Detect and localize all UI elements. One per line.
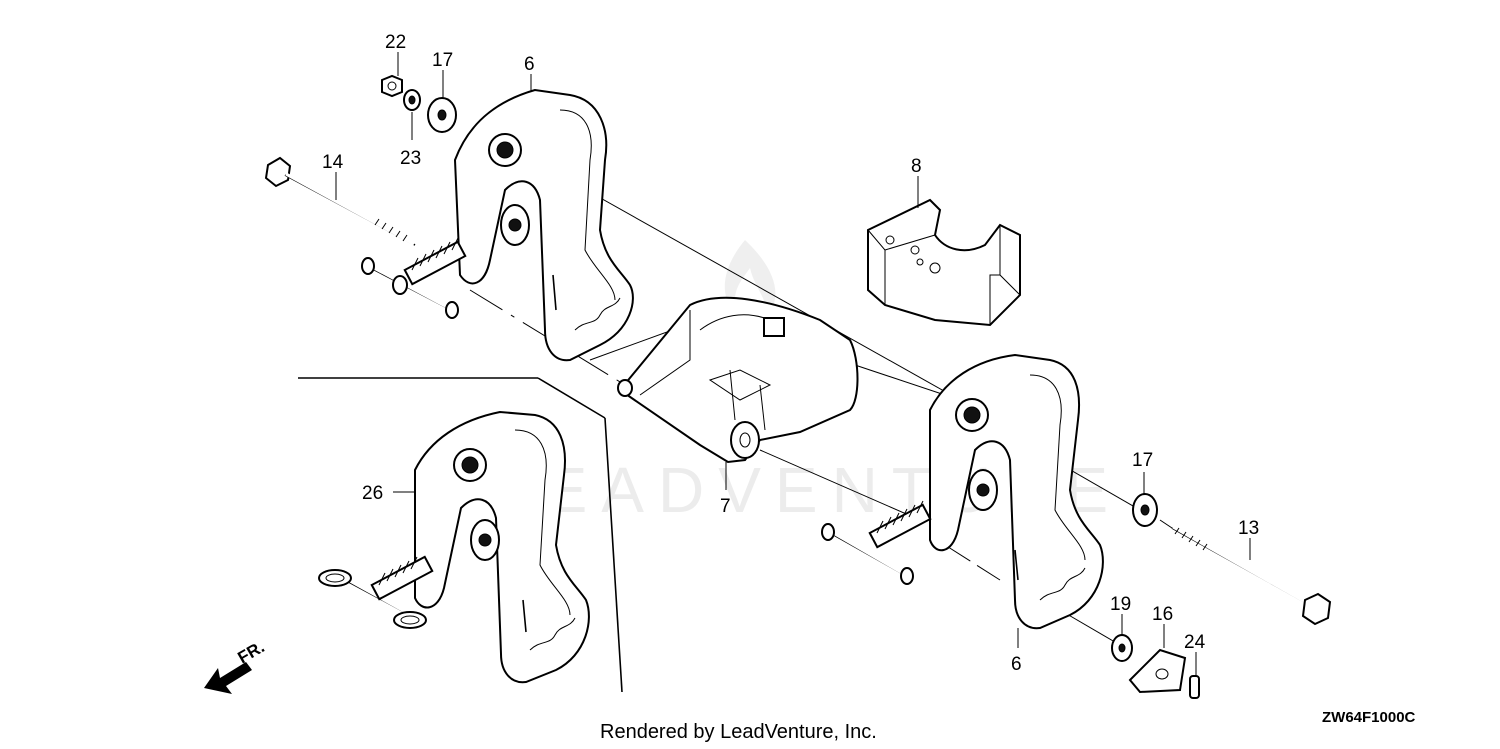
watermark: LEADVENTURE: [495, 240, 1122, 526]
callout-22: 22: [385, 32, 406, 53]
callout-labels: 22 17 6 23 14 8 26 7 17 13 19 16 24 6: [322, 32, 1259, 675]
fasteners-upper: [381, 74, 457, 133]
callout-17-upper: 17: [432, 50, 453, 71]
callout-24: 24: [1184, 632, 1206, 653]
bracket-part-26-inset: [414, 410, 590, 684]
watermark-text: LEADVENTURE: [495, 454, 1122, 526]
callout-13: 13: [1238, 518, 1259, 539]
callout-7: 7: [720, 496, 731, 517]
anode-block-part-8: [867, 198, 1021, 327]
diagram-code: ZW64F1000C: [1322, 709, 1416, 726]
lock-parts: [1111, 634, 1200, 699]
bracket-part-6-upper: [453, 88, 634, 362]
rendered-by-footer: Rendered by LeadVenture, Inc.: [600, 721, 877, 743]
clamp-screw-right: [821, 500, 932, 585]
callout-16: 16: [1152, 604, 1173, 625]
callout-6-upper: 6: [524, 54, 535, 75]
callout-26: 26: [362, 483, 383, 504]
clamp-screw-upper-left: [361, 237, 467, 319]
clamp-screw-inset: [318, 555, 434, 629]
fasteners-right: [1132, 493, 1332, 626]
callout-6-lower: 6: [1011, 654, 1022, 675]
callout-19: 19: [1110, 594, 1131, 615]
callout-14: 14: [322, 152, 344, 173]
bracket-part-6-right: [929, 353, 1104, 630]
callout-23: 23: [400, 148, 421, 169]
callout-17-right: 17: [1132, 450, 1153, 471]
swivel-base-part-7: [617, 296, 859, 464]
callout-8: 8: [911, 156, 922, 177]
callout-leaders: [335, 52, 1251, 676]
bolt-part-14: [264, 156, 416, 246]
front-direction-arrow: FR.: [204, 637, 268, 694]
front-direction-label: FR.: [235, 637, 268, 667]
inset-border: [298, 377, 623, 693]
